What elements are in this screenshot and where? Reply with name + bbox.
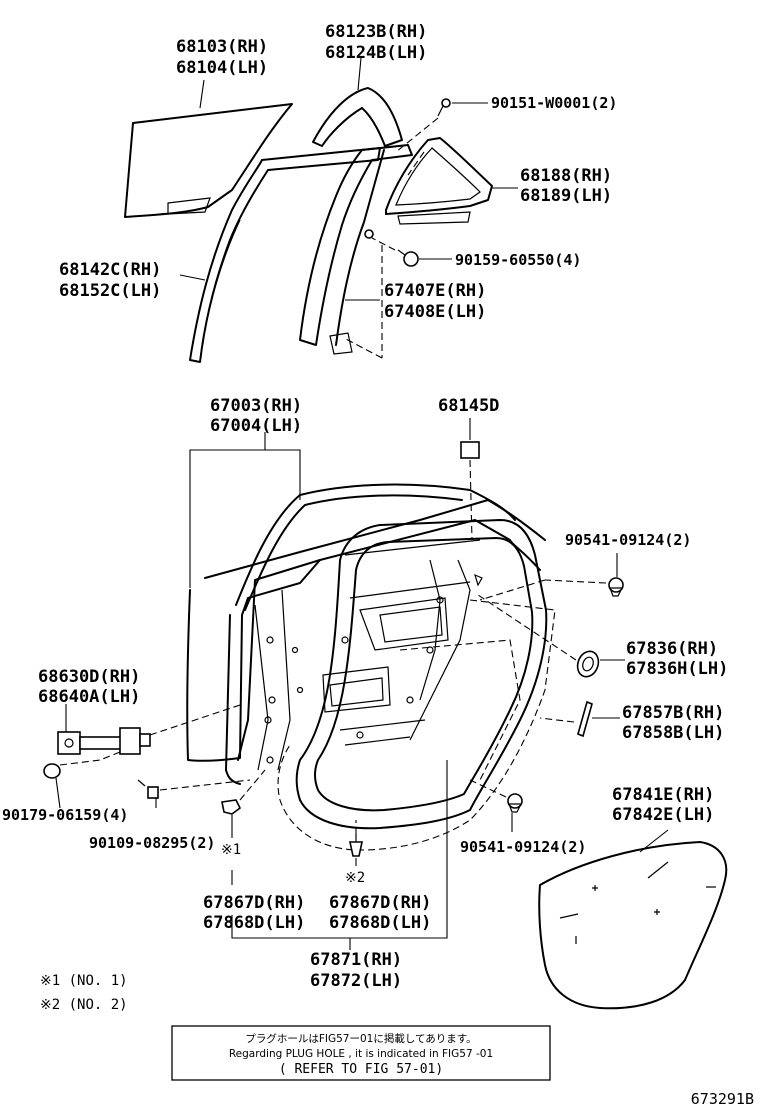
glass-run-drawing xyxy=(189,147,381,363)
grommet-drawing xyxy=(576,650,600,678)
clip-no1-drawing xyxy=(221,799,242,815)
legend-note2: ※2 (NO. 2) xyxy=(40,997,128,1013)
label-check-rh[interactable]: 68630D(RH) xyxy=(38,667,140,687)
glass-channel-drawing xyxy=(312,87,403,147)
label-plug-top[interactable]: 90541-09124(2) xyxy=(565,531,691,549)
label-screw-top[interactable]: 90151-W0001(2) xyxy=(491,94,617,112)
label-clip-68145d[interactable]: 68145D xyxy=(438,396,499,416)
label-glass-channel-rh[interactable]: 68123B(RH) xyxy=(325,22,427,42)
hole-cover-drawing xyxy=(538,841,728,1010)
label-clip-a-rh[interactable]: 67867D(RH) xyxy=(203,893,305,913)
legend-note1: ※1 (NO. 1) xyxy=(40,973,128,989)
notice-jp: プラグホールはFIG57ー01に掲載してあります。 xyxy=(245,1032,476,1045)
label-quarter-glass-lh[interactable]: 68189(LH) xyxy=(520,186,612,206)
label-cover-lh[interactable]: 67858B(LH) xyxy=(622,723,724,743)
door-panel-drawing xyxy=(186,483,548,830)
plug-top-drawing xyxy=(608,577,624,597)
label-hole-cover-rh[interactable]: 67841E(RH) xyxy=(612,785,714,805)
bolt-left2-drawing xyxy=(137,779,159,799)
label-clip-b-rh[interactable]: 67867D(RH) xyxy=(329,893,431,913)
seal-outline-drawing xyxy=(277,599,556,851)
notice-en: Regarding PLUG HOLE , it is indicated in… xyxy=(229,1048,493,1060)
label-glass-rh[interactable]: 68103(RH) xyxy=(176,37,268,57)
label-run-lh[interactable]: 68152C(LH) xyxy=(59,281,161,301)
label-glass-lh[interactable]: 68104(LH) xyxy=(176,58,268,78)
label-check-lh[interactable]: 68640A(LH) xyxy=(38,687,140,707)
screw-top-drawing xyxy=(437,98,451,117)
bolt-mid-drawing xyxy=(364,229,419,267)
label-plug-bottom[interactable]: 90541-09124(2) xyxy=(460,838,586,856)
bolt-left-drawing xyxy=(43,763,61,779)
notice-box: プラグホールはFIG57ー01に掲載してあります。 Regarding PLUG… xyxy=(171,1025,551,1081)
label-run-rh[interactable]: 68142C(RH) xyxy=(59,260,161,280)
label-division-bar-rh[interactable]: 67407E(RH) xyxy=(384,281,486,301)
clip-68145d-drawing xyxy=(460,441,480,459)
mark-clip-no1: ※1 xyxy=(221,842,241,858)
label-weatherstrip-lh[interactable]: 67836H(LH) xyxy=(626,659,728,679)
label-bolt-left[interactable]: 90179-06159(4) xyxy=(2,806,128,824)
label-clip-b-lh[interactable]: 67868D(LH) xyxy=(329,913,431,933)
label-panel-lh[interactable]: 67004(LH) xyxy=(210,416,302,436)
label-bolt-left2[interactable]: 90109-08295(2) xyxy=(89,834,215,852)
part-labels: 68103(RH) 68104(LH) 68123B(RH) 68124B(LH… xyxy=(2,22,728,991)
clip-no2-drawing xyxy=(349,834,363,857)
figure-id: 673291B xyxy=(691,1090,754,1108)
label-panel-rh[interactable]: 67003(RH) xyxy=(210,396,302,416)
label-seal-rh[interactable]: 67871(RH) xyxy=(310,950,402,970)
label-quarter-glass-rh[interactable]: 68188(RH) xyxy=(520,166,612,186)
label-bolt-mid[interactable]: 90159-60550(4) xyxy=(455,251,581,269)
label-division-bar-lh[interactable]: 67408E(LH) xyxy=(384,302,486,322)
door-check-drawing xyxy=(57,727,151,755)
cover-strip-drawing xyxy=(577,700,593,738)
legend: ※1 (NO. 1) ※2 (NO. 2) xyxy=(40,973,128,1013)
division-bar-drawing xyxy=(299,144,413,355)
plug-bottom-drawing xyxy=(507,793,523,813)
door-glass-drawing xyxy=(124,103,293,218)
label-clip-a-lh[interactable]: 67868D(LH) xyxy=(203,913,305,933)
notice-ref[interactable]: ( REFER TO FIG 57-01) xyxy=(279,1062,443,1077)
label-seal-lh[interactable]: 67872(LH) xyxy=(310,971,402,991)
mark-clip-no2: ※2 xyxy=(345,870,365,886)
label-glass-channel-lh[interactable]: 68124B(LH) xyxy=(325,43,427,63)
label-hole-cover-lh[interactable]: 67842E(LH) xyxy=(612,805,714,825)
label-weatherstrip-rh[interactable]: 67836(RH) xyxy=(626,639,718,659)
label-cover-rh[interactable]: 67857B(RH) xyxy=(622,703,724,723)
quarter-glass-drawing xyxy=(385,137,493,225)
